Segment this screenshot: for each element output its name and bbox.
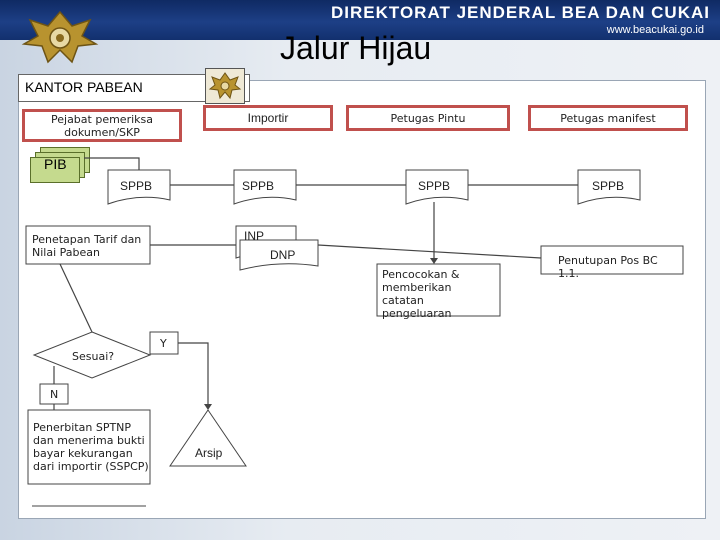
sppb-label-3: SPPB xyxy=(418,179,451,193)
banner-title: DIREKTORAT JENDERAL BEA DAN CUKAI xyxy=(330,3,710,22)
pib-label: PIB xyxy=(44,156,67,172)
connector-penetapan-to-decision xyxy=(59,263,93,333)
process-penetapan-box xyxy=(25,225,151,265)
role-petugas-manifest: Petugas manifest xyxy=(528,105,688,131)
sppb-label-1: SPPB xyxy=(120,179,153,193)
process-pencocokan-box xyxy=(376,263,501,317)
connector-yes-to-arsip xyxy=(178,342,209,404)
small-emblem-icon xyxy=(205,68,245,104)
dnp-label: DNP xyxy=(270,248,296,262)
process-penetapan-label: Penetapan Tarif dan Nilai Pabean xyxy=(32,233,142,259)
role-pejabat-pemeriksa-label: Pejabat pemeriksa dokumen/SKP xyxy=(51,112,153,139)
role-importir-label: Importir xyxy=(247,110,289,125)
sppb-document-1 xyxy=(107,169,171,205)
sppb-label-4: SPPB xyxy=(592,179,625,193)
process-penutupan-box xyxy=(540,245,684,275)
sppb-document-4 xyxy=(577,169,641,205)
header-banner: DIREKTORAT JENDERAL BEA DAN CUKAI www.be… xyxy=(0,0,720,40)
archive-triangle xyxy=(169,409,247,467)
connector-dnp-to-penutupan xyxy=(317,244,542,259)
arrowhead-arsip xyxy=(204,404,212,410)
sppb-document-3 xyxy=(405,169,469,205)
customs-emblem-icon xyxy=(21,10,99,64)
decision-no-label: N xyxy=(50,388,59,401)
role-pejabat-pemeriksa: Pejabat pemeriksa dokumen/SKP xyxy=(22,109,182,142)
arrowhead-pencocokan xyxy=(430,258,438,264)
pib-sheet-front xyxy=(30,157,80,183)
process-penerbitan-label: Penerbitan SPTNP dan menerima bukti baya… xyxy=(33,421,149,473)
role-petugas-manifest-label: Petugas manifest xyxy=(560,111,656,125)
process-pencocokan-label: Pencocokan & memberikan catatan pengelua… xyxy=(382,268,460,320)
page-title: Jalur Hijau xyxy=(280,30,432,66)
decision-yes-label: Y xyxy=(160,337,167,350)
role-petugas-pintu: Petugas Pintu xyxy=(346,105,510,131)
inp-label: INP xyxy=(244,229,265,243)
process-penerbitan-box xyxy=(27,409,151,485)
decision-diamond xyxy=(32,331,152,379)
process-penutupan-label: Penutupan Pos BC 1.1. xyxy=(558,254,658,280)
decision-label: Sesuai? xyxy=(72,350,115,363)
pib-document-stack: PIB xyxy=(30,147,90,183)
role-importir: Importir xyxy=(203,105,333,131)
sppb-document-2 xyxy=(233,169,297,205)
dnp-document xyxy=(239,239,319,271)
sppb-label-2: SPPB xyxy=(242,179,275,193)
archive-label: Arsip xyxy=(195,446,223,460)
role-petugas-pintu-label: Petugas Pintu xyxy=(390,111,466,125)
connector-pib-to-sppb xyxy=(84,157,140,170)
banner-url: www.beacukai.go.id xyxy=(606,24,704,36)
office-header-label: KANTOR PABEAN xyxy=(25,79,143,95)
